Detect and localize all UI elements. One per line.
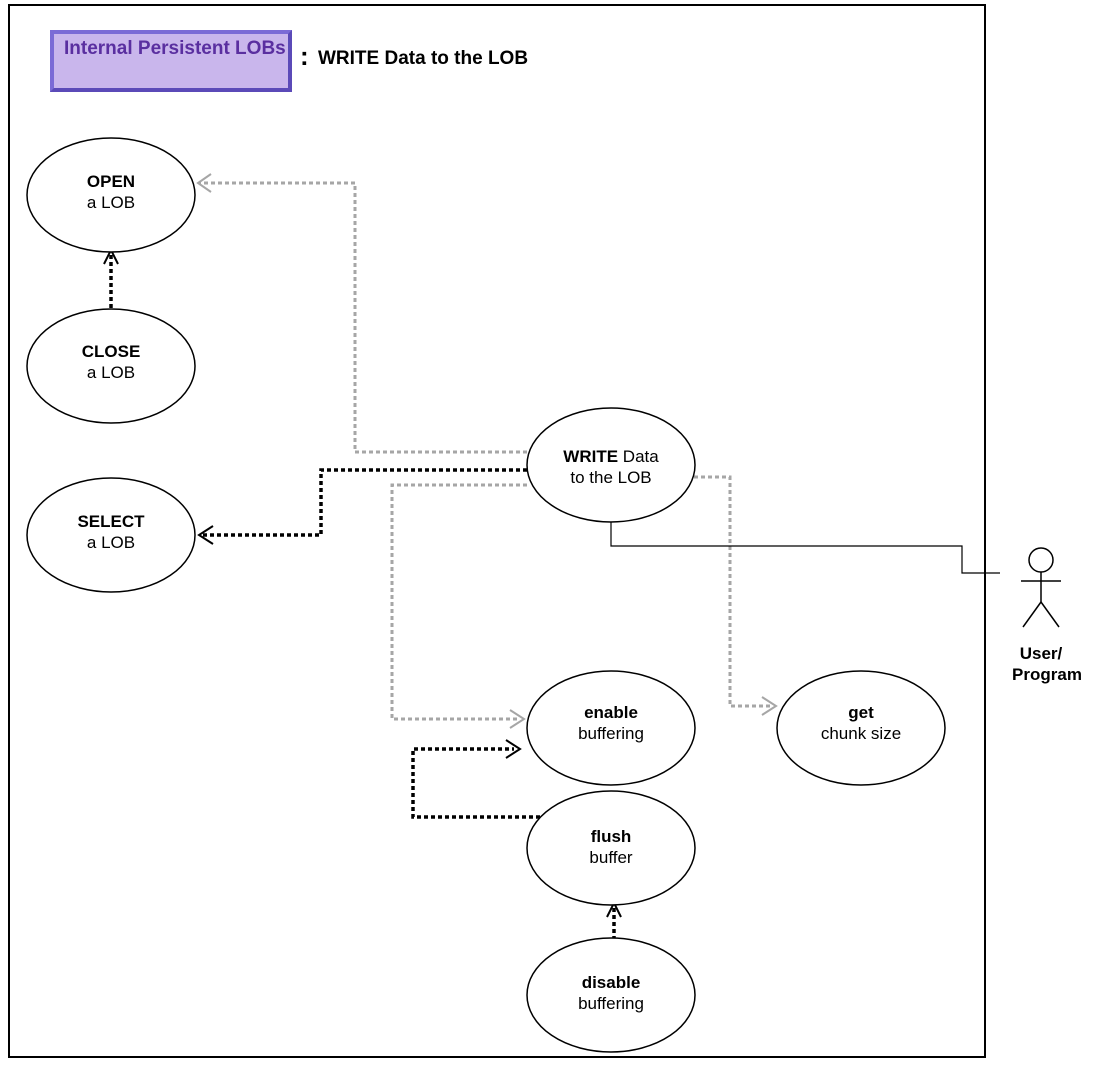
usecase-disable[interactable]: [526, 937, 696, 1053]
usecase-close[interactable]: [26, 308, 196, 424]
open-label-bold: OPEN: [87, 172, 135, 191]
select-arrowhead: [197, 525, 214, 545]
svg-text:disable: disable: [582, 973, 641, 992]
enable-arrowhead-black: [505, 739, 522, 759]
flush-label-rest: buffer: [589, 848, 633, 867]
enable-label-rest: buffering: [578, 724, 644, 743]
svg-text:a LOB: a LOB: [87, 363, 135, 382]
svg-text:OPEN: OPEN: [87, 172, 135, 191]
write-to-get-line: [694, 475, 772, 708]
select-label-rest: a LOB: [87, 533, 135, 552]
svg-text:WRITE Data: WRITE Data: [563, 447, 659, 466]
svg-text:a LOB: a LOB: [87, 533, 135, 552]
usecase-select[interactable]: [26, 477, 196, 593]
enable-arrowhead-gray: [509, 709, 526, 729]
usecase-flush[interactable]: [526, 790, 696, 906]
actor-stick-figure-icon[interactable]: [1021, 547, 1061, 628]
svg-text:buffer: buffer: [589, 848, 633, 867]
category-badge: Internal Persistent LOBs: [50, 30, 292, 92]
actor-association-line: [610, 522, 1000, 574]
diagram-title: WRITE Data to the LOB: [318, 48, 529, 69]
write-to-select-line: [203, 468, 527, 537]
svg-text:a LOB: a LOB: [87, 193, 135, 212]
actor-label-line2: Program: [1012, 665, 1082, 684]
disable-label-rest: buffering: [578, 994, 644, 1013]
svg-text:chunk size: chunk size: [821, 724, 901, 743]
actor-label-line1: User/: [1020, 644, 1063, 663]
diagram-frame: [8, 4, 986, 1058]
title-colon: :: [300, 41, 309, 71]
close-label-bold: CLOSE: [82, 342, 141, 361]
usecase-open[interactable]: [26, 137, 196, 253]
get-label-bold: get: [848, 703, 874, 722]
svg-text:buffering: buffering: [578, 724, 644, 743]
usecase-get[interactable]: [776, 670, 946, 786]
open-label-rest: a LOB: [87, 193, 135, 212]
usecase-write[interactable]: [526, 407, 696, 523]
svg-text:SELECT: SELECT: [77, 512, 145, 531]
flush-to-enable-line: [411, 747, 547, 819]
svg-text:CLOSE: CLOSE: [82, 342, 141, 361]
svg-text:get: get: [848, 703, 874, 722]
svg-text:buffering: buffering: [578, 994, 644, 1013]
usecase-enable[interactable]: [526, 670, 696, 786]
svg-text:enable: enable: [584, 703, 638, 722]
enable-label-bold: enable: [584, 703, 638, 722]
write-to-enable-line: [390, 483, 527, 721]
svg-text:to the LOB: to the LOB: [570, 468, 651, 487]
disable-label-bold: disable: [582, 973, 641, 992]
select-label-bold: SELECT: [77, 512, 145, 531]
write-label-bold: WRITE: [563, 447, 618, 466]
write-to-open-line: [200, 181, 527, 454]
get-label-rest: chunk size: [821, 724, 901, 743]
close-label-rest: a LOB: [87, 363, 135, 382]
write-label-rest: Data: [618, 447, 659, 466]
flush-label-bold: flush: [591, 827, 632, 846]
get-arrowhead: [761, 696, 778, 716]
badge-label: Internal Persistent LOBs: [64, 38, 286, 59]
write-label-line2: to the LOB: [570, 468, 651, 487]
svg-text:flush: flush: [591, 827, 632, 846]
open-arrowhead: [196, 173, 212, 193]
